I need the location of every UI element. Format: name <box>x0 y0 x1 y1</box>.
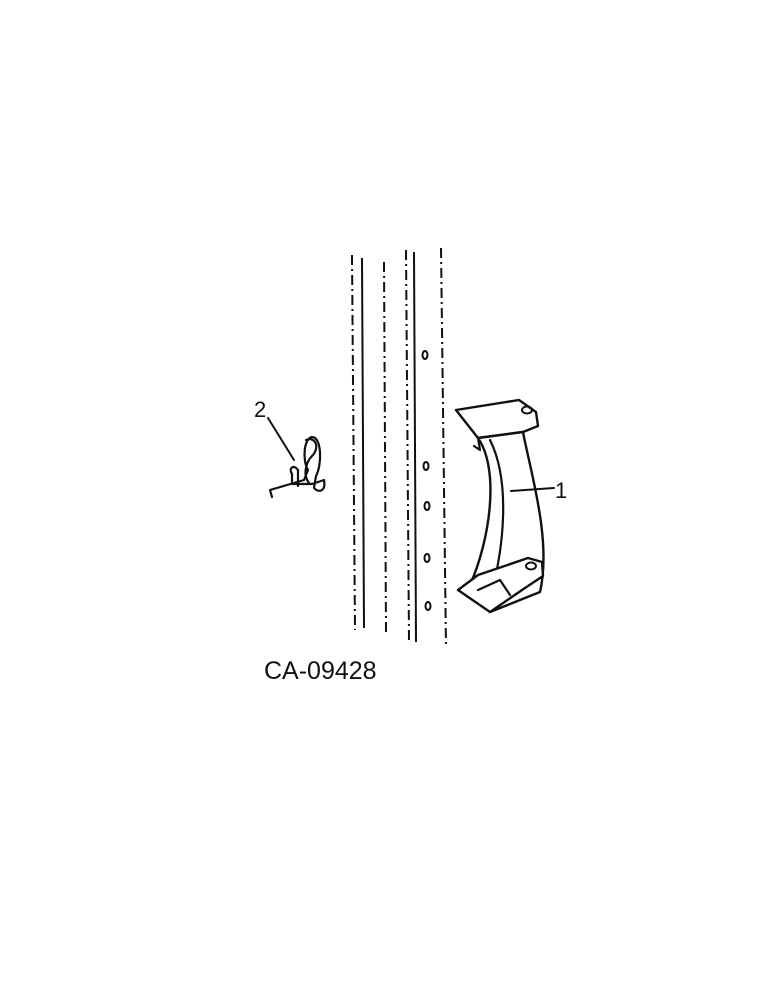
rail-hole <box>421 350 429 360</box>
leader-line-2 <box>267 417 295 461</box>
part-1-bracket <box>454 398 545 614</box>
callout-1: 1 <box>555 478 567 503</box>
callout-2: 2 <box>254 397 266 422</box>
bracket-lower-cutout <box>476 578 512 597</box>
rail-line-4 <box>405 249 410 641</box>
rail-line-2 <box>361 257 365 629</box>
spring-clip-wire <box>268 435 326 499</box>
bracket-tab-hole <box>525 561 537 571</box>
bracket-upper-flange <box>472 436 482 452</box>
rail-holes <box>421 350 432 611</box>
part-2-spring-clip <box>268 435 326 499</box>
rail-hole <box>424 601 432 611</box>
rail-line-1 <box>351 254 356 631</box>
figure-code: CA-09428 <box>264 657 377 685</box>
frame-rails <box>351 247 447 649</box>
rail-line-3 <box>383 261 387 633</box>
rail-hole <box>422 461 430 471</box>
bracket-lower-tab <box>456 556 545 614</box>
leader-line-1 <box>510 487 555 492</box>
rail-hole <box>423 501 431 511</box>
rail-line-6 <box>440 247 447 649</box>
rail-line-5 <box>413 251 417 643</box>
rail-hole <box>423 553 431 563</box>
spring-clip-coil <box>304 438 318 486</box>
bracket-tab-hole <box>521 405 533 415</box>
